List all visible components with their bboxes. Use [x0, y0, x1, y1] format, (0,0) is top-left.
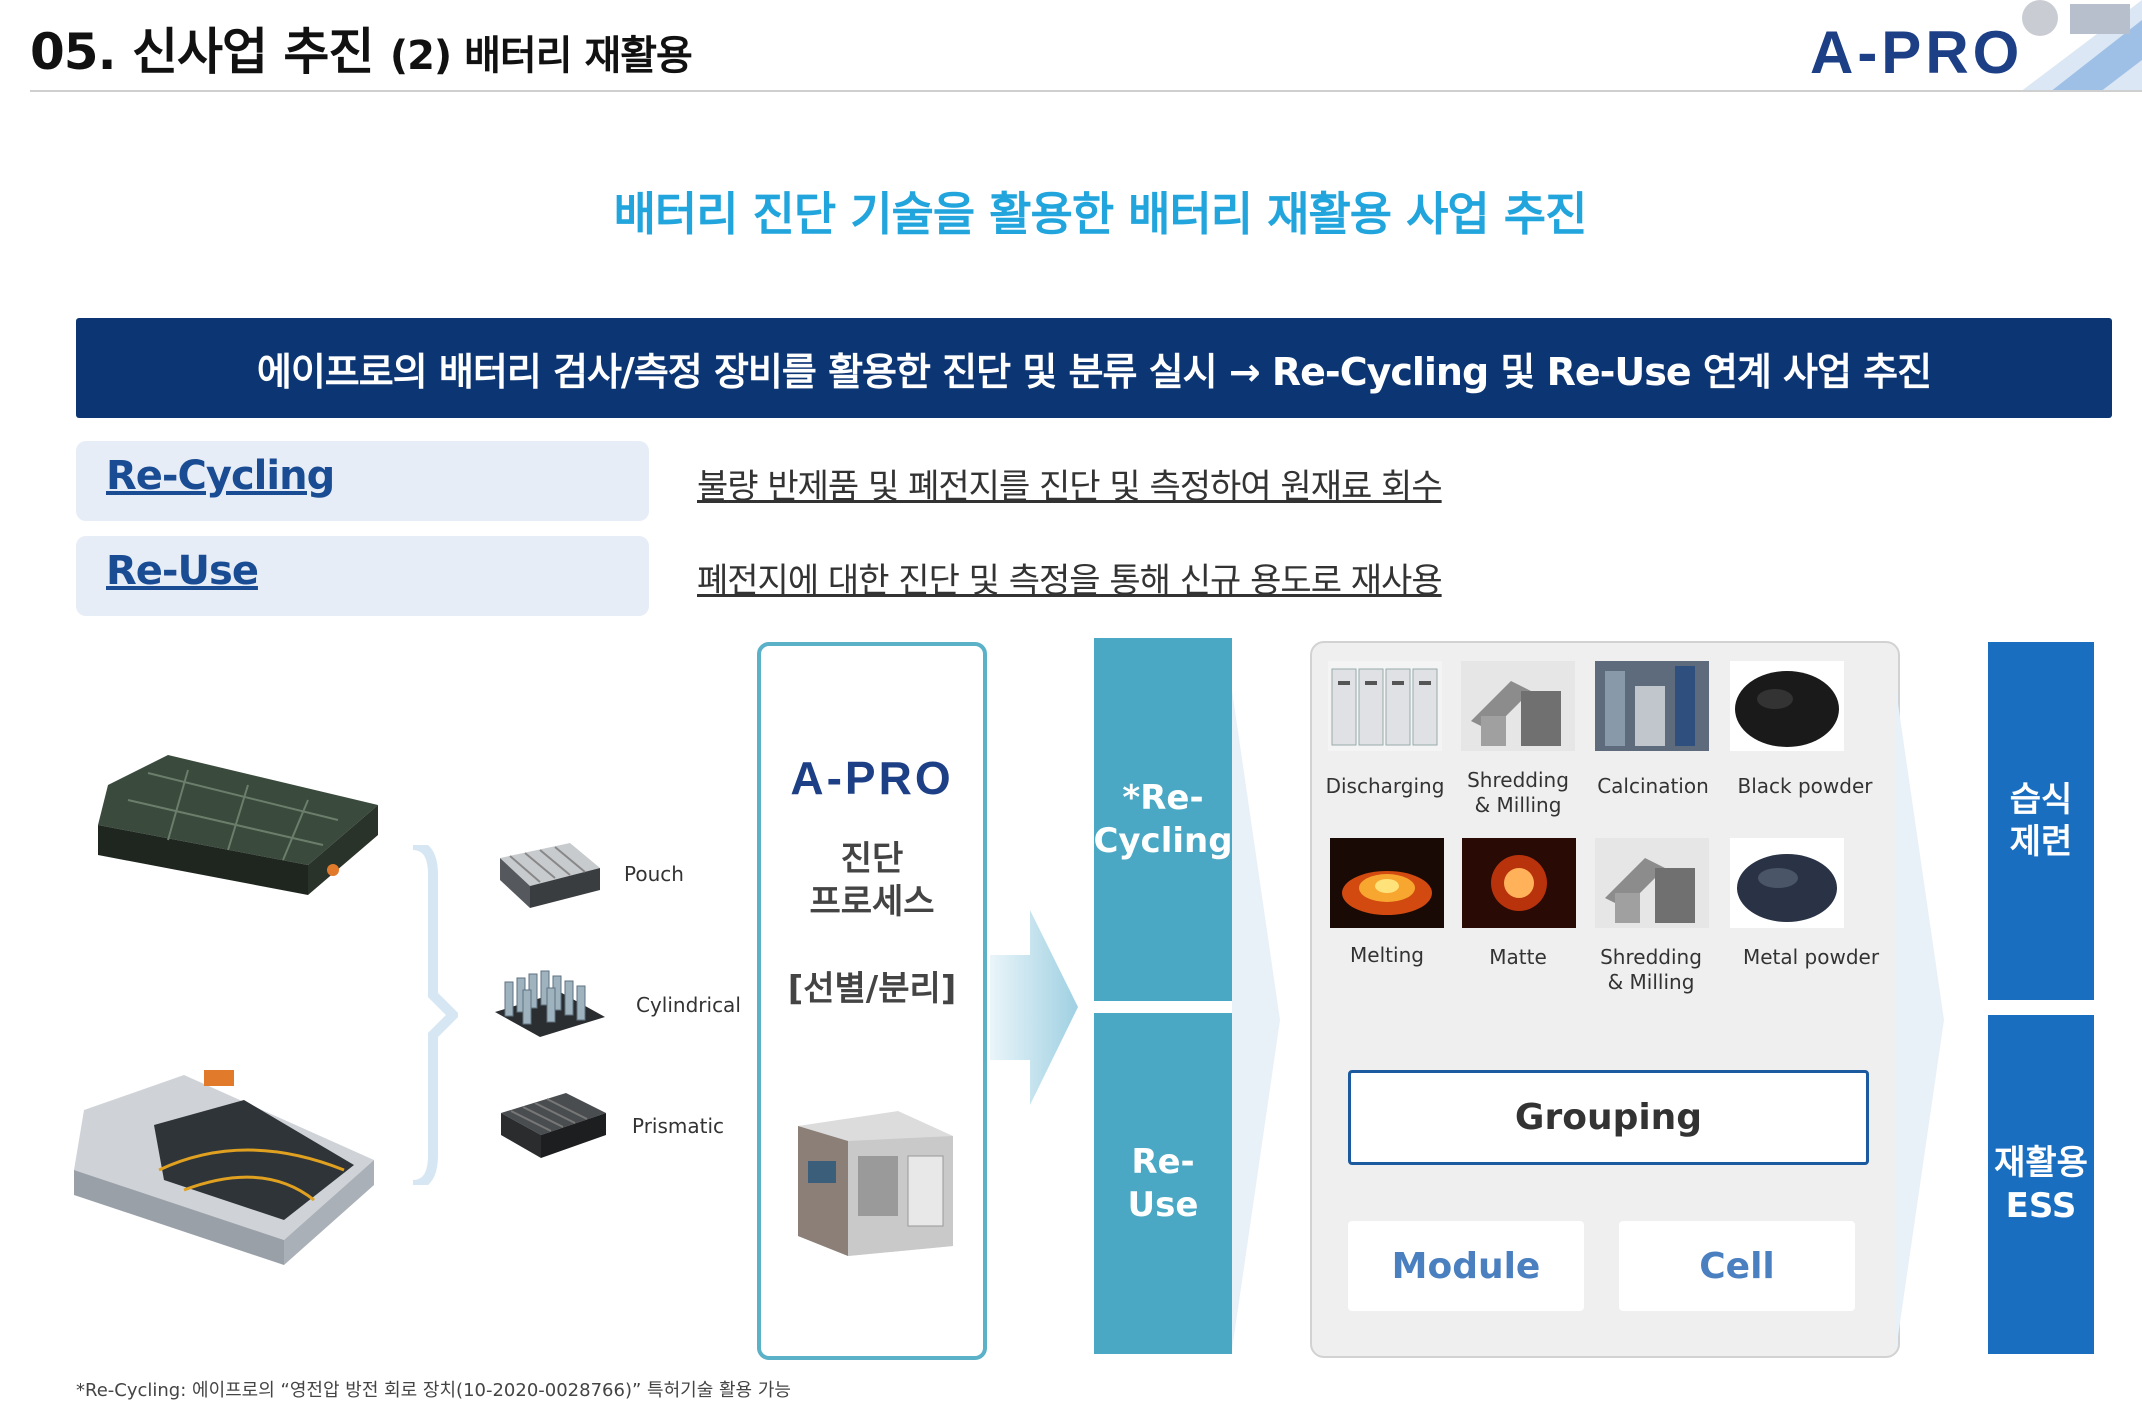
process-line-1: 진단: [840, 839, 904, 879]
metal-powder-photo: [1730, 838, 1844, 928]
process-logo: A-PRO: [790, 752, 954, 804]
page-title: 05. 신사업 추진 (2) 배터리 재활용: [30, 12, 693, 84]
reuse-column: Re- Use: [1094, 1013, 1232, 1354]
pouch-cell-icon: [500, 843, 600, 908]
reuse-description: 폐전지에 대한 진단 및 측정을 통해 신규 용도로 재사용: [697, 561, 1443, 601]
step-shredding-milling-1: Shredding & Milling: [1467, 768, 1569, 817]
cell-type-prismatic: Prismatic: [632, 1114, 725, 1138]
recycling-description: 불량 반제품 및 폐전지를 진단 및 측정하여 원재료 회수: [697, 467, 1443, 507]
footnote: *Re-Cycling: 에이프로의 “영전압 방전 회로 장치(10-2020…: [76, 1380, 791, 1401]
step-matte: Matte: [1489, 945, 1547, 969]
step-calcination: Calcination: [1597, 774, 1709, 798]
a-pro-logo: A-PRO: [1810, 19, 2024, 86]
process-line-2: 프로세스: [809, 882, 935, 922]
module-box: Module: [1348, 1221, 1584, 1311]
header-corner-decoration: [2020, 0, 2142, 92]
recycling-term-box: Re-Cycling: [76, 441, 649, 521]
cell-box: Cell: [1619, 1221, 1855, 1311]
cell-type-pouch: Pouch: [624, 862, 684, 886]
diagnosis-process-box: A-PRO 진단 프로세스 [선별/분리]: [757, 642, 987, 1360]
column-chevron: [1232, 690, 1280, 1350]
cylindrical-cell-icon: [495, 970, 605, 1037]
summary-banner: 에이프로의 배터리 검사/측정 장비를 활용한 진단 및 분류 실시 → Re-…: [76, 318, 2112, 418]
shredding-photo-1: [1461, 661, 1575, 751]
recycling-term: Re-Cycling: [106, 453, 335, 499]
melting-photo: [1330, 838, 1444, 928]
output-chevron: [1896, 690, 1944, 1350]
step-discharging: Discharging: [1325, 774, 1445, 798]
grouping-bracket: [412, 845, 458, 1185]
step-black-powder: Black powder: [1737, 774, 1873, 798]
shredding-photo-2: [1595, 838, 1709, 928]
flow-arrow-to-columns: [990, 910, 1078, 1105]
reuse-term: Re-Use: [106, 548, 259, 594]
recycling-column: *Re- Cycling: [1093, 638, 1233, 1001]
black-powder-photo: [1730, 661, 1844, 751]
step-melting: Melting: [1350, 943, 1424, 967]
process-line-3: [선별/분리]: [787, 969, 957, 1009]
process-detail-panel: Discharging Shredding & Milling Calcinat…: [1310, 641, 1900, 1358]
step-shredding-milling-2: Shredding & Milling: [1600, 945, 1702, 994]
hydrometallurgy-output: 습식 제련: [1988, 642, 2094, 1000]
battery-pack-image-2: [74, 1070, 374, 1265]
prismatic-cell-icon: [501, 1093, 606, 1158]
section-headline: 배터리 진단 기술을 활용한 배터리 재활용 사업 추진: [613, 187, 1588, 241]
header-divider: [30, 90, 2142, 92]
page-title-main: 05. 신사업 추진: [30, 23, 374, 81]
battery-pack-image-1: [98, 755, 378, 895]
discharging-photo: [1328, 661, 1442, 751]
recycled-ess-output: 재활용 ESS: [1988, 1015, 2094, 1354]
page-title-sub: (2) 배터리 재활용: [389, 33, 693, 79]
inspection-equipment-image: [798, 1111, 953, 1256]
grouping-box: Grouping: [1348, 1070, 1869, 1165]
calcination-photo: [1595, 661, 1709, 751]
matte-photo: [1462, 838, 1576, 928]
reuse-term-box: Re-Use: [76, 536, 649, 616]
cell-type-cylindrical: Cylindrical: [636, 993, 741, 1017]
step-metal-powder: Metal powder: [1742, 945, 1880, 969]
